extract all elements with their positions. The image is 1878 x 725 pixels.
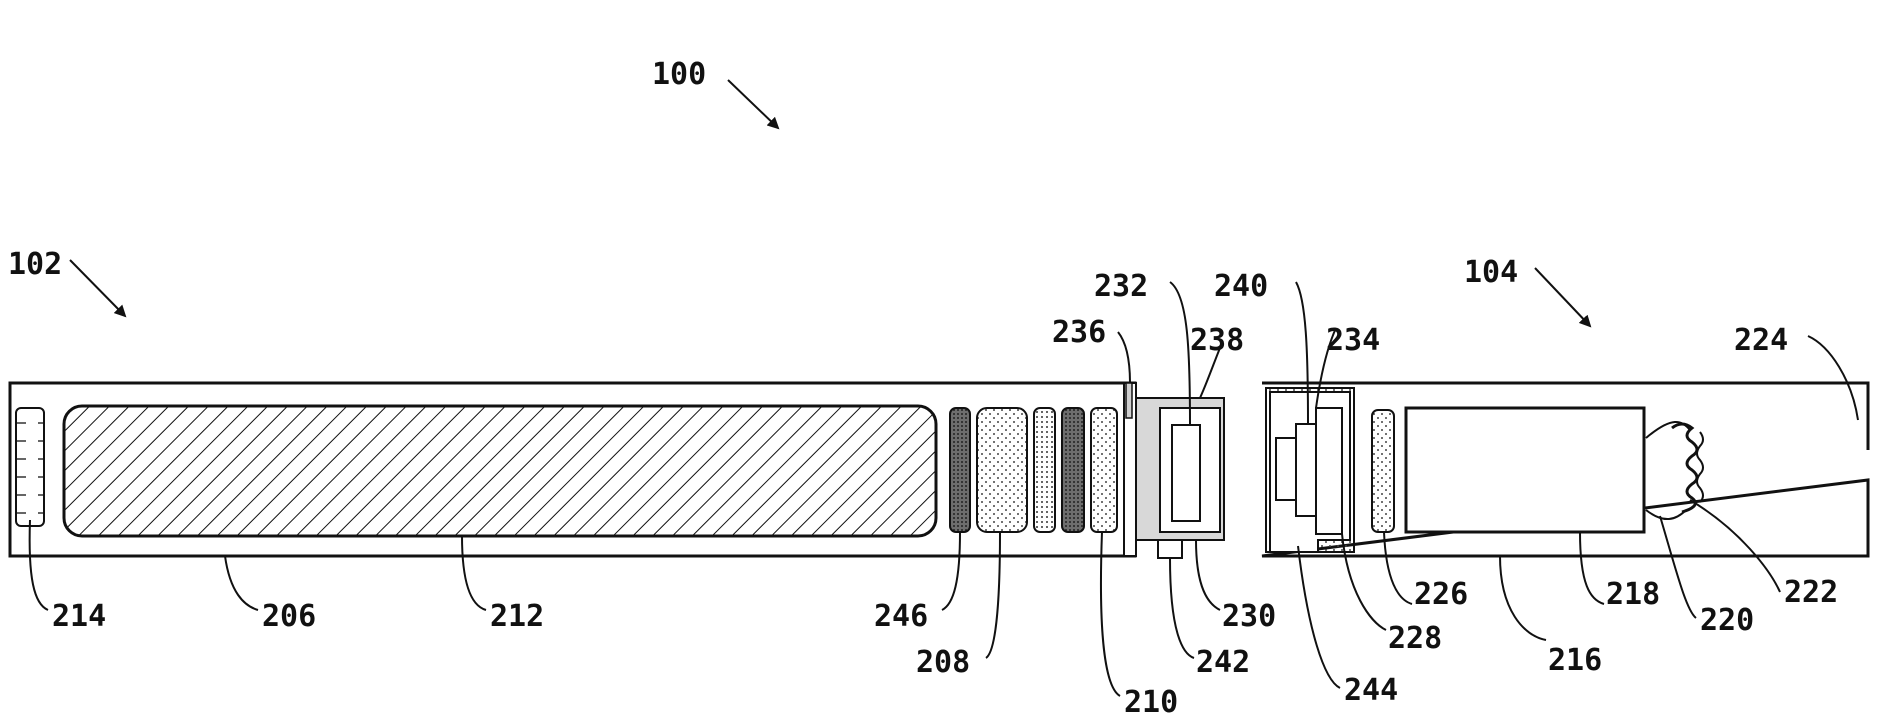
leader-242 bbox=[1170, 558, 1194, 658]
label-214: 214 bbox=[52, 599, 106, 634]
label-206: 206 bbox=[262, 599, 316, 634]
cartridge-104 bbox=[1262, 383, 1868, 556]
label-232: 232 bbox=[1094, 269, 1148, 304]
label-234: 234 bbox=[1326, 323, 1380, 358]
label-100: 100 bbox=[652, 57, 706, 92]
label-212: 212 bbox=[490, 599, 544, 634]
label-246: 246 bbox=[874, 599, 928, 634]
element-226 bbox=[1372, 410, 1394, 532]
label-228: 228 bbox=[1388, 621, 1442, 656]
leader-244 bbox=[1298, 546, 1340, 688]
leader-102 bbox=[70, 260, 125, 316]
leader-206 bbox=[225, 556, 258, 610]
reservoir-218 bbox=[1406, 408, 1644, 532]
heater-coil-222b bbox=[1697, 432, 1703, 502]
contact-242 bbox=[1158, 540, 1182, 558]
battery-212 bbox=[64, 406, 936, 536]
control-body-102 bbox=[10, 383, 1136, 556]
receptacle-inner bbox=[1316, 408, 1342, 534]
leader-218 bbox=[1580, 532, 1604, 604]
leader-220 bbox=[1660, 516, 1696, 618]
leader-222 bbox=[1690, 500, 1780, 592]
component-246 bbox=[950, 408, 970, 532]
label-236: 236 bbox=[1052, 315, 1106, 350]
label-208: 208 bbox=[916, 645, 970, 680]
leader-104 bbox=[1535, 268, 1590, 326]
leader-224 bbox=[1808, 336, 1858, 420]
label-102: 102 bbox=[8, 247, 62, 282]
label-220: 220 bbox=[1700, 603, 1754, 638]
label-216: 216 bbox=[1548, 643, 1602, 678]
component-208 bbox=[977, 408, 1027, 532]
connector-230 bbox=[1136, 398, 1224, 558]
pin-236 bbox=[1126, 383, 1132, 418]
label-226: 226 bbox=[1414, 577, 1468, 612]
label-224: 224 bbox=[1734, 323, 1788, 358]
leader-226 bbox=[1384, 532, 1412, 604]
leader-100 bbox=[728, 80, 778, 128]
label-218: 218 bbox=[1606, 577, 1660, 612]
leader-230 bbox=[1196, 540, 1220, 610]
component-a bbox=[1034, 408, 1055, 532]
heater-coil-222 bbox=[1672, 424, 1697, 512]
label-210: 210 bbox=[1124, 685, 1178, 720]
leader-236 bbox=[1118, 332, 1130, 383]
label-240: 240 bbox=[1214, 269, 1268, 304]
component-b bbox=[1062, 408, 1084, 532]
leader-216 bbox=[1500, 556, 1546, 640]
contact-232 bbox=[1172, 425, 1200, 521]
label-244: 244 bbox=[1344, 673, 1398, 708]
label-222: 222 bbox=[1784, 575, 1838, 610]
label-104: 104 bbox=[1464, 255, 1518, 290]
label-230: 230 bbox=[1222, 599, 1276, 634]
component-210 bbox=[1091, 408, 1117, 532]
label-242: 242 bbox=[1196, 645, 1250, 680]
label-238: 238 bbox=[1190, 323, 1244, 358]
end-cap-214 bbox=[16, 408, 44, 526]
